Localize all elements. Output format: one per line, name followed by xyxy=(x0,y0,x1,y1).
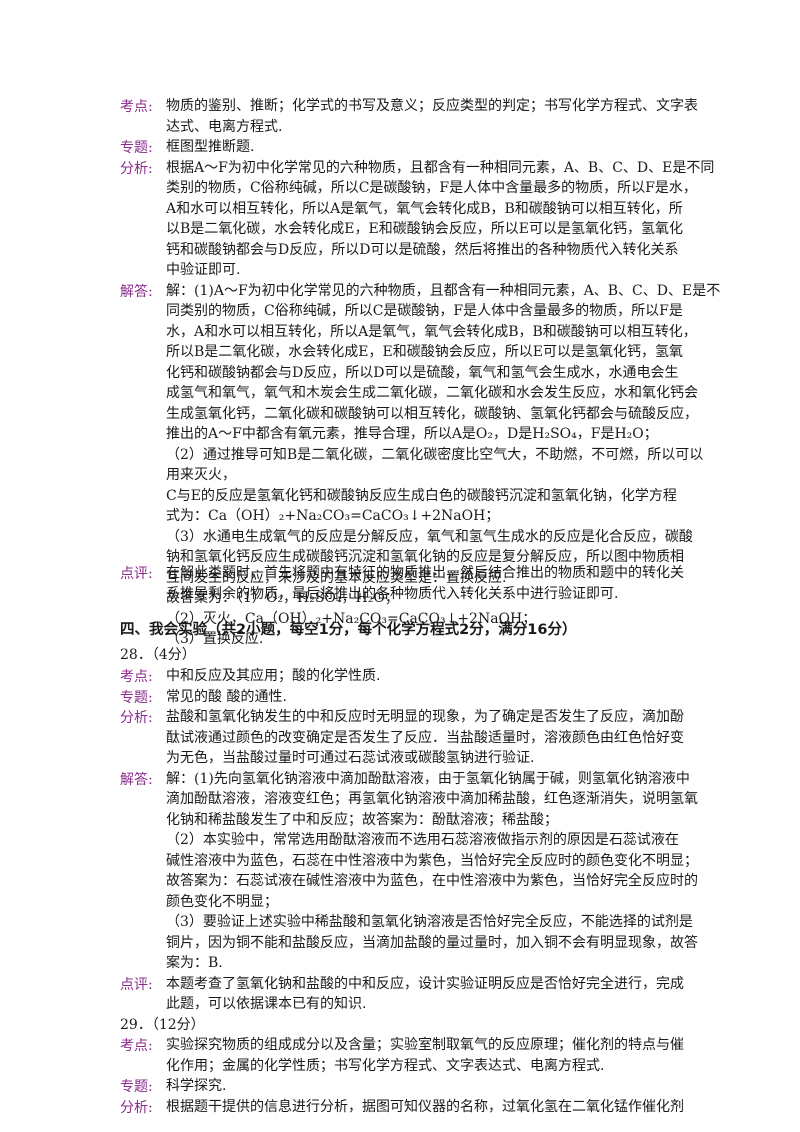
dianping-text: 本题考查了氢氧化钠和盐酸的中和反应，设计实验证明反应是否恰好完全进行，完成 此题… xyxy=(166,974,686,1015)
text-line: 科学探究. xyxy=(166,1078,227,1094)
text-line: 同类别的物质，C俗称纯碱，所以C是碳酸钠，F是人体中含量最多的物质，所以F是 xyxy=(166,303,683,319)
text-line: A和水可以相互转化，所以A是氧气，氧气会转化成B，B和碳酸钠可以相互转化，所 xyxy=(166,200,683,217)
text-line: （2）灭火，Ca（OH）₂+Na₂CO₃=CaCO₃↓+2NaOH； xyxy=(166,610,537,627)
text-line: 化钙和碳酸钠都会与D反应，所以D可以是硫酸，氧气和氢气会生成水，水通电会生 xyxy=(166,364,679,381)
text-line: C与E的反应是氢氧化钙和碳酸钠反应生成白色的碳酸钙沉淀和氢氧化钠，化学方程 xyxy=(166,487,677,504)
text-line: （3）水通电生成氧气的反应是分解反应，氧气和氢气生成水的反应是化合反应，碳酸 xyxy=(166,528,693,545)
jieda-label: 解答: xyxy=(120,771,153,788)
section-heading: 四、我会实验（共2小题，每空1分，每个化学方程式2分，满分16分） xyxy=(120,622,577,638)
text-line: 框图型推断题. xyxy=(166,139,255,155)
q28-dianping: 点评: 本题考查了氢氧化钠和盐酸的中和反应，设计实验证明反应是否恰好完全进行，完… xyxy=(120,974,686,1015)
text-line: 钙和碳酸钠都会与D反应，所以D可以是硫酸，然后将推出的各种物质代入转化关系 xyxy=(166,241,679,258)
q29-kaodian: 考点: 实验探究物质的组成成分以及含量；实验室制取氧气的反应原理；催化剂的特点与… xyxy=(120,1035,686,1076)
text-line: （2）本实验中，常常选用酚酞溶液而不选用石蕊溶液做指示剂的原因是石蕊试液在 xyxy=(166,832,679,848)
text-line: （3）置换反应. xyxy=(166,631,264,647)
text-line: 根据题干提供的信息进行分析，据图可知仪器的名称，过氧化氢在二氧化锰作催化剂 xyxy=(166,1098,684,1115)
text-line: 滴加酚酞溶液，溶液变红色；再氢氧化钠溶液中滴加稀盐酸，红色逐渐消失，说明氢氧 xyxy=(166,791,698,807)
kaodian-text: 实验探究物质的组成成分以及含量；实验室制取氧气的反应原理；催化剂的特点与催 化作… xyxy=(166,1035,686,1076)
text-line: 达式、电离方程式. xyxy=(166,118,283,135)
text-line: 盐酸和氢氧化钠发生的中和反应时无明显的现象，为了确定是否发生了反应，滴加酚 xyxy=(166,709,684,725)
q28-fenxi: 分析: 盐酸和氢氧化钠发生的中和反应时无明显的现象，为了确定是否发生了反应，滴加… xyxy=(120,707,686,769)
text-line: 用来灭火， xyxy=(166,467,236,483)
q29-zhuanti: 专题: 科学探究. xyxy=(120,1076,686,1097)
dianping-text: 在解此类题时，首先将题中有特征的物质推出，然后结合推出的物质和题中的转化关 系推… xyxy=(166,563,686,604)
fenxi-label: 分析: xyxy=(120,160,153,177)
text-line: 成氢气和氧气，氧气和木炭会生成二氧化碳，二氧化碳和水会发生反应，水和氧化钙会 xyxy=(166,385,698,401)
q28-zhuanti: 专题: 常见的酸 酸的通性. xyxy=(120,687,686,708)
kaodian-text: 物质的鉴别、推断；化学式的书写及意义；反应类型的判定；书写化学方程式、文字表 达… xyxy=(166,96,698,137)
text-line: 以B是二氧化碳，水会转化成E，E和碳酸钠会反应，所以E可以是氢氧化钙，氢氧化 xyxy=(166,221,683,237)
q28-kaodian: 考点: 中和反应及其应用；酸的化学性质. xyxy=(120,666,686,687)
text-line: 碱性溶液中为蓝色，石蕊在中性溶液中为紫色，当恰好完全反应时的颜色变化不明显； xyxy=(166,852,698,869)
question-number-29: 29．（12分） xyxy=(120,1016,205,1033)
zhuanti-text: 科学探究. xyxy=(166,1076,686,1097)
block1-jieda: 解答: 解：(1)A～F为初中化学常见的六种物质，且都含有一种相同元素，A、B、… xyxy=(120,281,720,650)
text-line: 故答案为：（1）O₂，H₂SO₄，H₂O； xyxy=(166,590,399,606)
text-line: 生成氢氧化钙，二氧化碳和碳酸钠可以相互转化，碳酸钠、氢氧化钙都会与硫酸反应， xyxy=(166,405,698,422)
dianping-label: 点评: xyxy=(120,566,153,582)
text-line: 系推导剩余的物质，最后将推出的各种物质代入转化关系中进行验证即可. xyxy=(166,585,619,602)
text-line: 物质的鉴别、推断；化学式的书写及意义；反应类型的判定；书写化学方程式、文字表 xyxy=(166,98,698,114)
kaodian-text: 中和反应及其应用；酸的化学性质. xyxy=(166,666,686,687)
text-line: 推出的A～F中都含有氧元素，推导合理，所以A是O₂，D是H₂SO₄，F是H₂O； xyxy=(166,426,658,442)
text-line: （3）要验证上述实验中稀盐酸和氢氧化钠溶液是否恰好完全反应，不能选择的试剂是 xyxy=(166,914,693,930)
text-line: 水，A和水可以相互转化，所以A是氧气，氧气会转化成B，B和碳酸钠可以相互转化， xyxy=(166,323,697,340)
fenxi-label: 分析: xyxy=(120,1099,153,1116)
text-line: 解：(1)先向氢氧化钠溶液中滴加酚酞溶液，由于氢氧化钠属于碱，则氢氧化钠溶液中 xyxy=(166,770,690,787)
text-line: 常见的酸 酸的通性. xyxy=(166,688,287,705)
q29-fenxi: 分析: 根据题干提供的信息进行分析，据图可知仪器的名称，过氧化氢在二氧化锰作催化… xyxy=(120,1097,686,1118)
block1-fenxi: 分析: 根据A～F为初中化学常见的六种物质，且都含有一种相同元素，A、B、C、D… xyxy=(120,158,714,281)
fenxi-label: 分析: xyxy=(120,710,153,726)
text-line: 在解此类题时，首先将题中有特征的物质推出，然后结合推出的物质和题中的转化关 xyxy=(166,565,684,581)
text-line: 故答案为：石蕊试液在碱性溶液中为蓝色，在中性溶液中为紫色，当恰好完全反应时的 xyxy=(166,873,698,889)
text-line: 类别的物质，C俗称纯碱，所以C是碳酸钠，F是人体中含量最多的物质，所以F是水， xyxy=(166,180,697,196)
kaodian-label: 考点: xyxy=(120,1038,153,1054)
fenxi-text: 盐酸和氢氧化钠发生的中和反应时无明显的现象，为了确定是否发生了反应，滴加酚 酞试… xyxy=(166,707,686,769)
zhuanti-text: 常见的酸 酸的通性. xyxy=(166,687,686,708)
text-line: 中验证即可. xyxy=(166,262,241,278)
text-line: 本题考查了氢氧化钠和盐酸的中和反应，设计实验证明反应是否恰好完全进行，完成 xyxy=(166,975,684,992)
text-line: 颜色变化不明显； xyxy=(166,893,278,910)
jieda-text: 解：(1)先向氢氧化钠溶液中滴加酚酞溶液，由于氢氧化钠属于碱，则氢氧化钠溶液中 … xyxy=(166,769,698,974)
jieda-label: 解答: xyxy=(120,283,153,300)
block1-dianping: 点评: 在解此类题时，首先将题中有特征的物质推出，然后结合推出的物质和题中的转化… xyxy=(120,563,686,604)
zhuanti-label: 专题: xyxy=(120,1079,153,1095)
text-line: 所以B是二氧化碳，水会转化成E，E和碳酸钠会反应，所以E可以是氢氧化钙，氢氧 xyxy=(166,344,683,360)
text-line: 案为：B. xyxy=(166,955,223,971)
text-line: 为无色，当盐酸过量时可通过石蕊试液或碳酸氢钠进行验证. xyxy=(166,750,535,766)
text-line: 化钠和稀盐酸发生了中和反应；故答案为：酚酞溶液；稀盐酸； xyxy=(166,811,558,828)
block1-zhuanti: 专题: 框图型推断题. xyxy=(120,137,686,158)
text-line: （2）通过推导可知B是二氧化碳，二氧化碳密度比空气大，不助燃，不可燃，所以可以 xyxy=(166,446,704,463)
fenxi-text: 根据A～F为初中化学常见的六种物质，且都含有一种相同元素，A、B、C、D、E是不… xyxy=(166,158,714,281)
q28-jieda: 解答: 解：(1)先向氢氧化钠溶液中滴加酚酞溶液，由于氢氧化钠属于碱，则氢氧化钠… xyxy=(120,769,698,974)
zhuanti-text: 框图型推断题. xyxy=(166,137,686,158)
text-line: 化作用；金属的化学性质；书写化学方程式、文字表达式、电离方程式. xyxy=(166,1057,605,1074)
zhuanti-label: 专题: xyxy=(120,140,153,156)
text-line: 解：(1)A～F为初中化学常见的六种物质，且都含有一种相同元素，A、B、C、D、… xyxy=(166,282,721,299)
fenxi-text: 根据题干提供的信息进行分析，据图可知仪器的名称，过氧化氢在二氧化锰作催化剂 xyxy=(166,1097,686,1118)
dianping-label: 点评: xyxy=(120,976,153,993)
zhuanti-label: 专题: xyxy=(120,689,153,706)
text-line: 酞试液通过颜色的改变确定是否发生了反应．当盐酸适量时，溶液颜色由红色恰好变 xyxy=(166,729,684,746)
question-number-28: 28．（4分） xyxy=(120,647,196,663)
jieda-text: 解：(1)A～F为初中化学常见的六种物质，且都含有一种相同元素，A、B、C、D、… xyxy=(166,281,720,650)
text-line: 实验探究物质的组成成分以及含量；实验室制取氧气的反应原理；催化剂的特点与催 xyxy=(166,1037,684,1053)
text-line: 根据A～F为初中化学常见的六种物质，且都含有一种相同元素，A、B、C、D、E是不… xyxy=(166,159,715,176)
kaodian-label: 考点: xyxy=(120,99,153,115)
text-line: 式为：Ca（OH）₂+Na₂CO₃=CaCO₃↓+2NaOH； xyxy=(166,508,500,524)
text-line: 中和反应及其应用；酸的化学性质. xyxy=(166,668,381,684)
block1-kaodian: 考点: 物质的鉴别、推断；化学式的书写及意义；反应类型的判定；书写化学方程式、文… xyxy=(120,96,698,137)
text-line: 此题，可以依据课本已有的知识. xyxy=(166,996,367,1012)
kaodian-label: 考点: xyxy=(120,669,153,685)
text-line: 铜片，因为铜不能和盐酸反应，当滴加盐酸的量过量时，加入铜不会有明显现象，故答 xyxy=(166,934,698,951)
text-line: 互间发生的反应，未涉及的基本反应类型是：置换反应. xyxy=(166,569,507,586)
text-line: 钠和氢氧化钙反应生成碳酸钙沉淀和氢氧化钠的反应是复分解反应，所以图中物质相 xyxy=(166,549,684,565)
